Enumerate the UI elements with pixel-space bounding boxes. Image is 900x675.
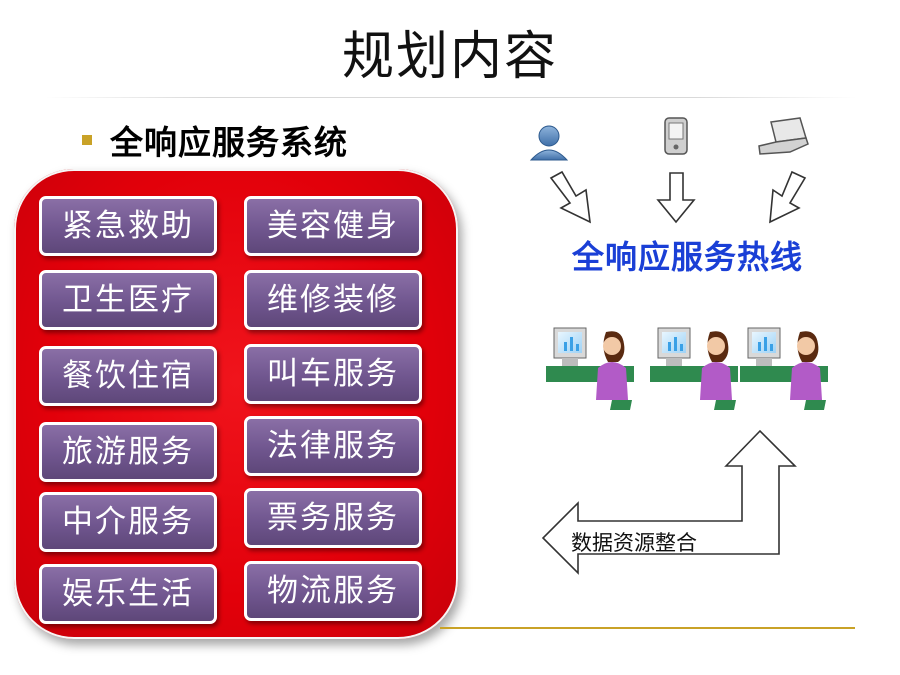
service-taxi: 叫车服务 (244, 344, 422, 404)
service-entertainment: 娱乐生活 (39, 564, 217, 624)
data-integration-label: 数据资源整合 (571, 531, 697, 555)
service-travel: 旅游服务 (39, 422, 217, 482)
pda-icon (664, 117, 688, 155)
service-agency: 中介服务 (39, 492, 217, 552)
service-health-medical: 卫生医疗 (39, 270, 217, 330)
bullet-icon (82, 135, 92, 145)
subtitle: 全响应服务系统 (110, 123, 348, 162)
page-title: 规划内容 (341, 27, 558, 87)
title-divider (45, 97, 857, 98)
operator-icon (740, 327, 828, 410)
service-beauty-fitness: 美容健身 (244, 196, 422, 256)
arrow-down-left-icon (549, 170, 591, 224)
service-logistics: 物流服务 (244, 561, 422, 621)
subtitle-row: 全响应服务系统 (82, 116, 348, 164)
footer-divider (440, 627, 855, 629)
service-emergency-rescue: 紧急救助 (39, 196, 217, 256)
user-icon (529, 125, 569, 161)
service-repair-renovation: 维修装修 (244, 270, 422, 330)
operator-icon (546, 327, 634, 410)
laptop-icon (758, 117, 809, 155)
arrow-down-center-icon (656, 172, 696, 224)
data-integration-arrow-icon (541, 429, 797, 575)
arrow-down-right-icon (769, 170, 807, 224)
service-dining-lodging: 餐饮住宿 (39, 346, 217, 406)
hotline-label: 全响应服务热线 (572, 238, 804, 276)
service-ticketing: 票务服务 (244, 488, 422, 548)
service-legal: 法律服务 (244, 416, 422, 476)
operator-icon (650, 327, 738, 410)
